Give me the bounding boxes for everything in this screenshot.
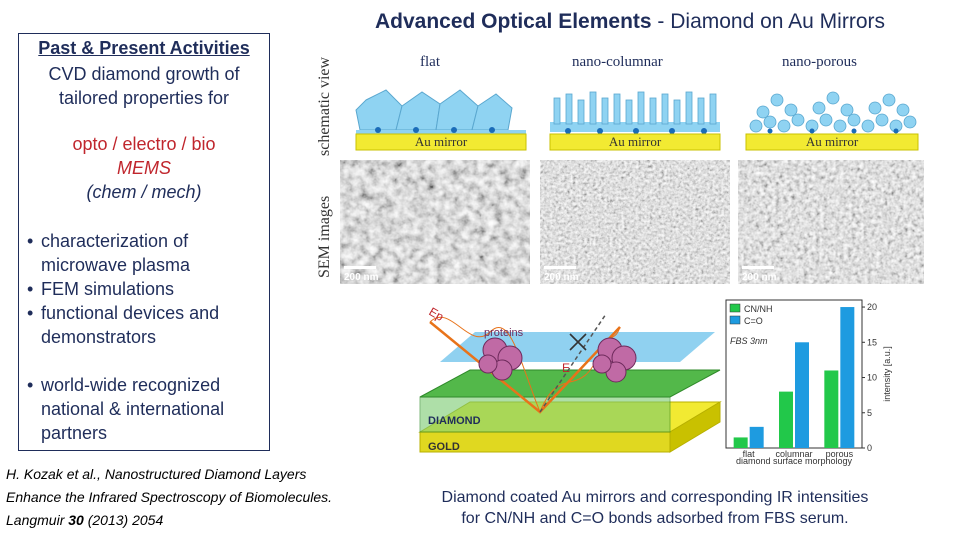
bar-cn-nh-porous xyxy=(824,370,839,448)
column-header-nano-porous: nano-porous xyxy=(782,54,857,70)
schematic-nano-columnar: Au mirror xyxy=(549,91,721,151)
activities-heading: Past & Present Activities xyxy=(38,38,250,58)
bar-c-o-flat xyxy=(749,426,764,448)
y-tick-label: 0 xyxy=(867,443,872,453)
slide-title: Advanced Optical Elements - Diamond on A… xyxy=(300,10,960,34)
y-tick-label: 20 xyxy=(867,302,877,312)
chart-y-axis-label: intensity [a.u.] xyxy=(882,346,892,402)
citation-line-2: Enhance the Infrared Spectroscopy of Bio… xyxy=(6,489,333,505)
bar-cn-nh-columnar xyxy=(779,391,793,448)
chart-x-axis-label: diamond surface morphology xyxy=(736,456,853,466)
ep-label: Ep xyxy=(427,304,447,324)
citation-line-1: H. Kozak et al., Nanostructured Diamond … xyxy=(6,466,307,482)
e-field-label: E xyxy=(562,361,570,375)
scale-bar-label: 200 nm xyxy=(344,272,379,283)
slide-title-rest: - Diamond on Au Mirrors xyxy=(651,10,885,33)
citation-volume: 30 xyxy=(68,512,84,528)
bar-c-o-porous xyxy=(840,307,855,448)
chart-plot-frame xyxy=(725,299,863,449)
row-label-schematic: schematic view xyxy=(316,56,333,156)
x-tick-label: flat xyxy=(743,449,756,459)
sem-images-row: 200 nm 200 nm 200 nm xyxy=(340,160,924,284)
figure-caption: Diamond coated Au mirrors and correspond… xyxy=(400,487,910,529)
bar-c-o-columnar xyxy=(795,342,809,448)
mirror-label: Au mirror xyxy=(415,134,468,149)
schematic-row: Au mirror Au mirror xyxy=(355,89,919,151)
chart-legend: CN/NH C=O xyxy=(729,303,773,326)
setup-illustration: Ep proteins E DIAMOND GOLD xyxy=(418,304,722,453)
y-tick-label: 10 xyxy=(867,373,877,383)
y-tick-label: 5 xyxy=(867,408,872,418)
legend-label-c-o: C=O xyxy=(744,316,763,326)
bullet-text-cont: partners xyxy=(41,423,108,443)
bullet-text: world-wide recognized xyxy=(41,375,221,395)
legend-label-cn-nh: CN/NH xyxy=(744,304,773,314)
bar-cn-nh-flat xyxy=(733,437,748,448)
chem-line: (chem / mech) xyxy=(86,182,202,202)
scale-bar-label: 200 nm xyxy=(544,272,579,283)
slide-title-bold: Advanced Optical Elements xyxy=(374,10,652,33)
bullet-text-cont: national & international xyxy=(41,399,225,419)
mirror-label: Au mirror xyxy=(806,134,859,149)
schematic-nano-porous: Au mirror xyxy=(745,91,919,151)
sem-image-nano-columnar: 200 nm xyxy=(540,160,730,284)
proteins-label: proteins xyxy=(484,327,524,339)
bullet-text: FEM simulations xyxy=(41,279,175,299)
bullet-text: characterization of xyxy=(41,231,189,251)
mems-line: MEMS xyxy=(117,158,171,178)
caption-line-1: Diamond coated Au mirrors and correspond… xyxy=(441,489,869,506)
sem-image-flat: 200 nm xyxy=(340,160,530,284)
bullet-item: •FEM simulations xyxy=(27,279,175,299)
column-header-flat: flat xyxy=(420,54,440,70)
mirror-label: Au mirror xyxy=(609,134,662,149)
bullet-item: •characterization of microwave plasma xyxy=(27,231,191,275)
bullet-item: •functional devices and demonstrators xyxy=(27,303,220,347)
citation: H. Kozak et al., Nanostructured Diamond … xyxy=(6,463,396,532)
sem-image-nano-porous: 200 nm xyxy=(738,160,924,284)
ir-intensity-chart: CN/NH C=O FBS 3nm 0 5 10 15 20 flat columnar p… xyxy=(725,299,892,466)
schematic-flat: Au mirror xyxy=(355,89,527,151)
citation-year-page: (2013) 2054 xyxy=(83,512,164,528)
opto-line: opto / electro / bio xyxy=(19,134,269,155)
gold-label: GOLD xyxy=(428,441,460,453)
activities-subline-2: tailored properties for xyxy=(58,88,230,108)
row-label-sem: SEM images xyxy=(316,195,333,278)
citation-journal: Langmuir xyxy=(6,512,69,528)
bullet-text: functional devices and xyxy=(41,303,220,323)
caption-line-2: for CN/NH and C=O bonds adsorbed from FB… xyxy=(461,510,849,527)
citation-line-3: Langmuir 30 (2013) 2054 xyxy=(6,509,396,532)
bullet-text-cont: demonstrators xyxy=(41,327,157,347)
x-tick-label: columnar xyxy=(775,449,812,459)
bullet-item: •world-wide recognized national & intern… xyxy=(27,375,225,443)
legend-swatch-c-o xyxy=(729,315,741,325)
legend-swatch-cn-nh xyxy=(729,303,741,313)
activities-panel: Past & Present Activities CVD diamond gr… xyxy=(18,33,270,451)
diamond-label: DIAMOND xyxy=(428,415,481,427)
x-tick-label: porous xyxy=(826,449,854,459)
scale-bar-label: 200 nm xyxy=(742,272,777,283)
opto-text: opto / electro / bio xyxy=(72,134,216,154)
column-header-nano-columnar: nano-columnar xyxy=(572,54,663,70)
y-tick-label: 15 xyxy=(867,337,877,347)
bullet-text-cont: microwave plasma xyxy=(41,255,191,275)
chart-annotation: FBS 3nm xyxy=(730,336,768,346)
activities-subline-1: CVD diamond growth of xyxy=(48,64,240,84)
